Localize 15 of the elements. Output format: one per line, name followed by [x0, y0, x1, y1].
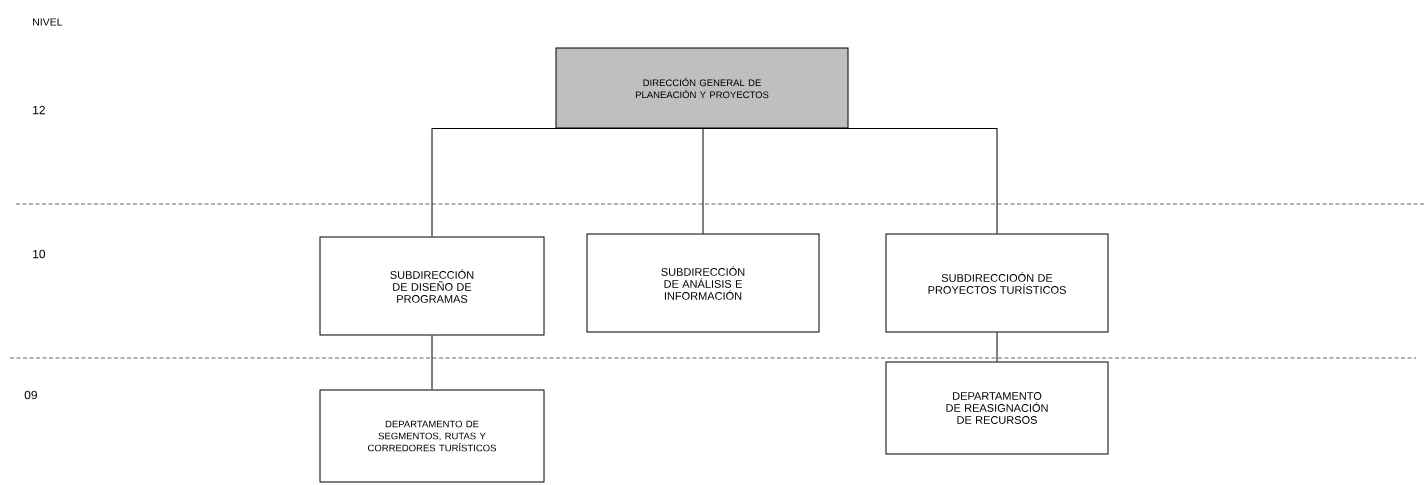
level-label: 10: [33, 249, 46, 259]
org-box: DIRECCIÓN GENERAL DE PLANEACIÓN Y PROYECTOS: [555, 47, 849, 129]
org-box: DEPARTAMENTO DE REASIGNACIÓN DE RECURSOS: [885, 361, 1109, 455]
org-box: DEPARTAMENTO DE SEGMENTOS, RUTAS Y CORREDORES TURÍSTICOS: [319, 389, 545, 483]
connector-line: [431, 335, 433, 390]
level-label: 09: [24, 390, 37, 400]
level-label: NIVEL: [33, 18, 63, 26]
org-box: SUBDIRECCIÓN DE DISEÑO DE PROGRAMAS: [319, 236, 545, 336]
org-box: SUBDIRECCIOÓN DE PROYECTOS TURÍSTICOS: [885, 233, 1109, 333]
connector-line: [996, 332, 998, 362]
connector-line: [701, 128, 998, 234]
connector-line: [431, 128, 703, 237]
connector-line: [701, 128, 704, 234]
org-box: SUBDIRECCIÓN DE ANÁLISIS E INFORMACIÓN: [586, 233, 820, 333]
level-label: 12: [33, 105, 45, 115]
